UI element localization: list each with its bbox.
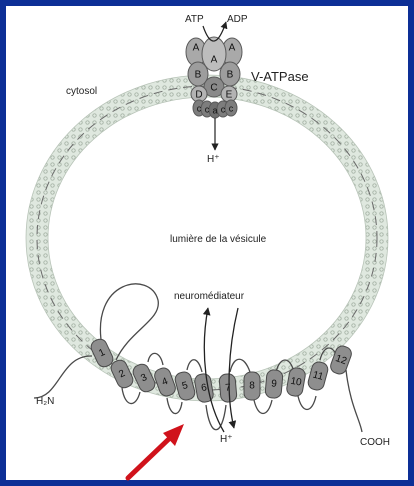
adp-label: ADP: [227, 14, 248, 25]
lumen-label: lumière de la vésicule: [170, 234, 267, 245]
label-e: E: [226, 90, 233, 101]
label-c-ring-3: c: [221, 104, 226, 114]
loop-7-8: [230, 359, 250, 372]
proton-efflux-arrow: [229, 308, 238, 428]
h-plus-bottom-label: H⁺: [220, 434, 233, 445]
label-d: D: [195, 90, 202, 101]
loop-4-5: [167, 398, 182, 414]
label-c-ring-4: c: [229, 103, 234, 113]
label-b-right: B: [227, 70, 234, 81]
label-b-left: B: [195, 70, 202, 81]
label-c-ring-a: a: [212, 105, 217, 115]
neurotransmitter-label: neuromédiateur: [174, 291, 245, 302]
tm-segment-9: 9: [265, 369, 283, 398]
cooh-label: COOH: [360, 437, 390, 448]
red-arrow-icon: [128, 424, 184, 478]
label-a-center: A: [211, 55, 218, 66]
cytosol-label: cytosol: [66, 86, 97, 97]
atp-label: ATP: [185, 14, 204, 25]
label-a-right: A: [229, 43, 236, 54]
loop-8-9: [254, 400, 272, 414]
c-terminus-tail: [346, 370, 362, 432]
svg-text:8: 8: [249, 381, 255, 392]
label-a-left: A: [193, 43, 200, 54]
label-c-ring-1: c: [197, 103, 202, 113]
loop-6-7: [206, 405, 226, 430]
tm-segment-8: 8: [244, 372, 260, 400]
loop-5-6: [187, 360, 202, 372]
antiport-arrows: [204, 308, 238, 432]
n-terminus-tail: [34, 356, 92, 398]
loop-3-4: [148, 353, 163, 365]
loop-10-11: [298, 396, 316, 410]
h-plus-top-label: H⁺: [207, 154, 220, 165]
tm-segment-7: 7: [219, 373, 237, 402]
v-atpase-label: V-ATPase: [251, 69, 309, 84]
loop-2-3: [122, 388, 140, 404]
label-c-ring-2: c: [205, 104, 210, 114]
label-c-center: C: [210, 83, 217, 94]
